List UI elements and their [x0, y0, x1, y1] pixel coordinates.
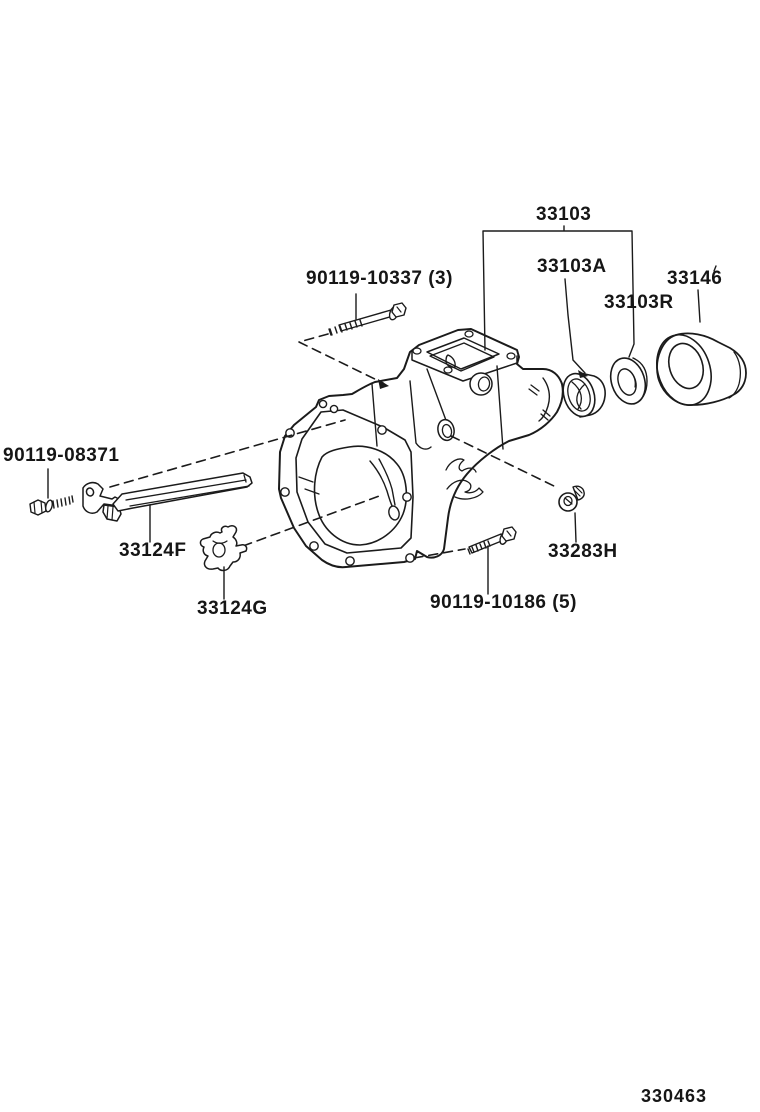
top-pad-drawing — [411, 330, 518, 382]
shift-fork-drawing — [199, 525, 248, 572]
dust-cover-drawing — [656, 332, 747, 406]
bolt-90119-10337-drawing — [328, 302, 407, 336]
part-label-90119-08371[interactable]: 90119-08371 — [3, 445, 120, 466]
oil-seal-drawing — [609, 357, 648, 405]
bolt-90119-10186-drawing — [467, 526, 517, 555]
part-label-90119-10186[interactable]: 90119-10186 (5) — [430, 592, 577, 613]
bolt-90119-08371-drawing — [29, 495, 74, 516]
part-label-33124G[interactable]: 33124G — [197, 598, 268, 619]
assembly-arrowhead — [378, 379, 389, 389]
dashed-assembly-lines — [109, 333, 557, 559]
part-label-90119-10337[interactable]: 90119-10337 (3) — [306, 268, 453, 289]
part-label-33103A[interactable]: 33103A — [537, 256, 607, 277]
extension-housing-drawing — [278, 328, 564, 569]
part-label-33124F[interactable]: 33124F — [119, 540, 187, 561]
part-label-33103[interactable]: 33103 — [536, 204, 592, 225]
part-label-33103R[interactable]: 33103R — [604, 292, 674, 313]
leader-lines — [47, 265, 717, 600]
part-label-33146[interactable]: 33146 — [667, 268, 723, 289]
callout-bracket-33103 — [482, 225, 635, 358]
figure-code: 330463 — [641, 1086, 708, 1106]
plug-drawing — [558, 485, 585, 512]
rear-bearing-drawing — [562, 370, 606, 418]
part-label-33283H[interactable]: 33283H — [548, 541, 618, 562]
shift-rod-drawing — [82, 472, 253, 522]
